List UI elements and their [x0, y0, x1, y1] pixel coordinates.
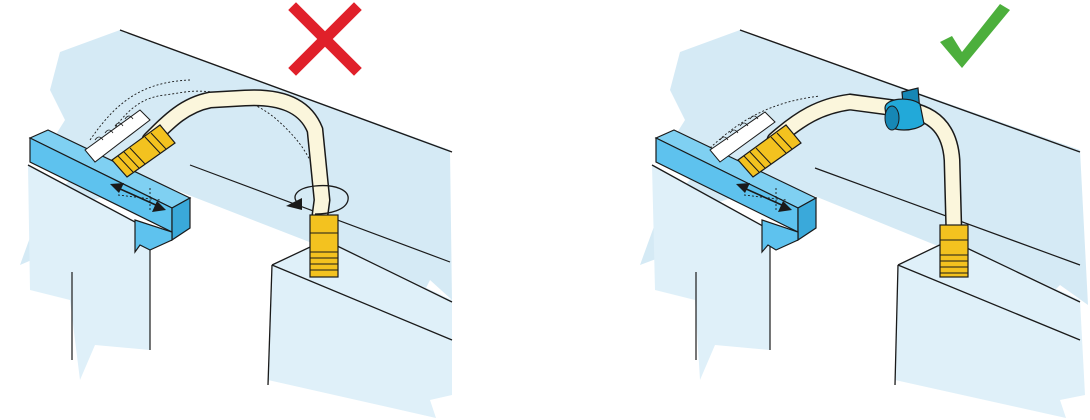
hose-ghost-outline — [709, 95, 821, 149]
wall-surface — [640, 30, 1088, 305]
brass-fitting-top — [111, 124, 176, 178]
wall-surface — [20, 30, 452, 300]
rotation-arrow-icon — [286, 184, 349, 215]
slide-arrow-icon — [736, 183, 792, 212]
slide-arrow-icon — [110, 183, 166, 212]
mounting-bracket — [28, 129, 192, 254]
panel-incorrect — [20, 2, 453, 418]
panel-correct — [640, 4, 1088, 418]
hose-clip — [884, 87, 925, 131]
right-block — [895, 240, 1085, 418]
brass-fitting-bottom — [939, 224, 969, 278]
check-mark-icon — [940, 4, 1010, 68]
wall-edge-line — [119, 29, 453, 153]
braided-hose — [84, 109, 151, 163]
mounting-bracket — [654, 129, 818, 254]
brass-fitting-top — [737, 124, 802, 178]
left-block-front — [652, 165, 770, 380]
left-block-front — [28, 165, 150, 380]
right-block — [268, 240, 452, 418]
hose-ghost-outline — [99, 90, 319, 191]
brass-fitting-bottom — [309, 214, 339, 278]
cross-mark-icon — [288, 2, 362, 76]
braided-hose — [709, 111, 776, 163]
